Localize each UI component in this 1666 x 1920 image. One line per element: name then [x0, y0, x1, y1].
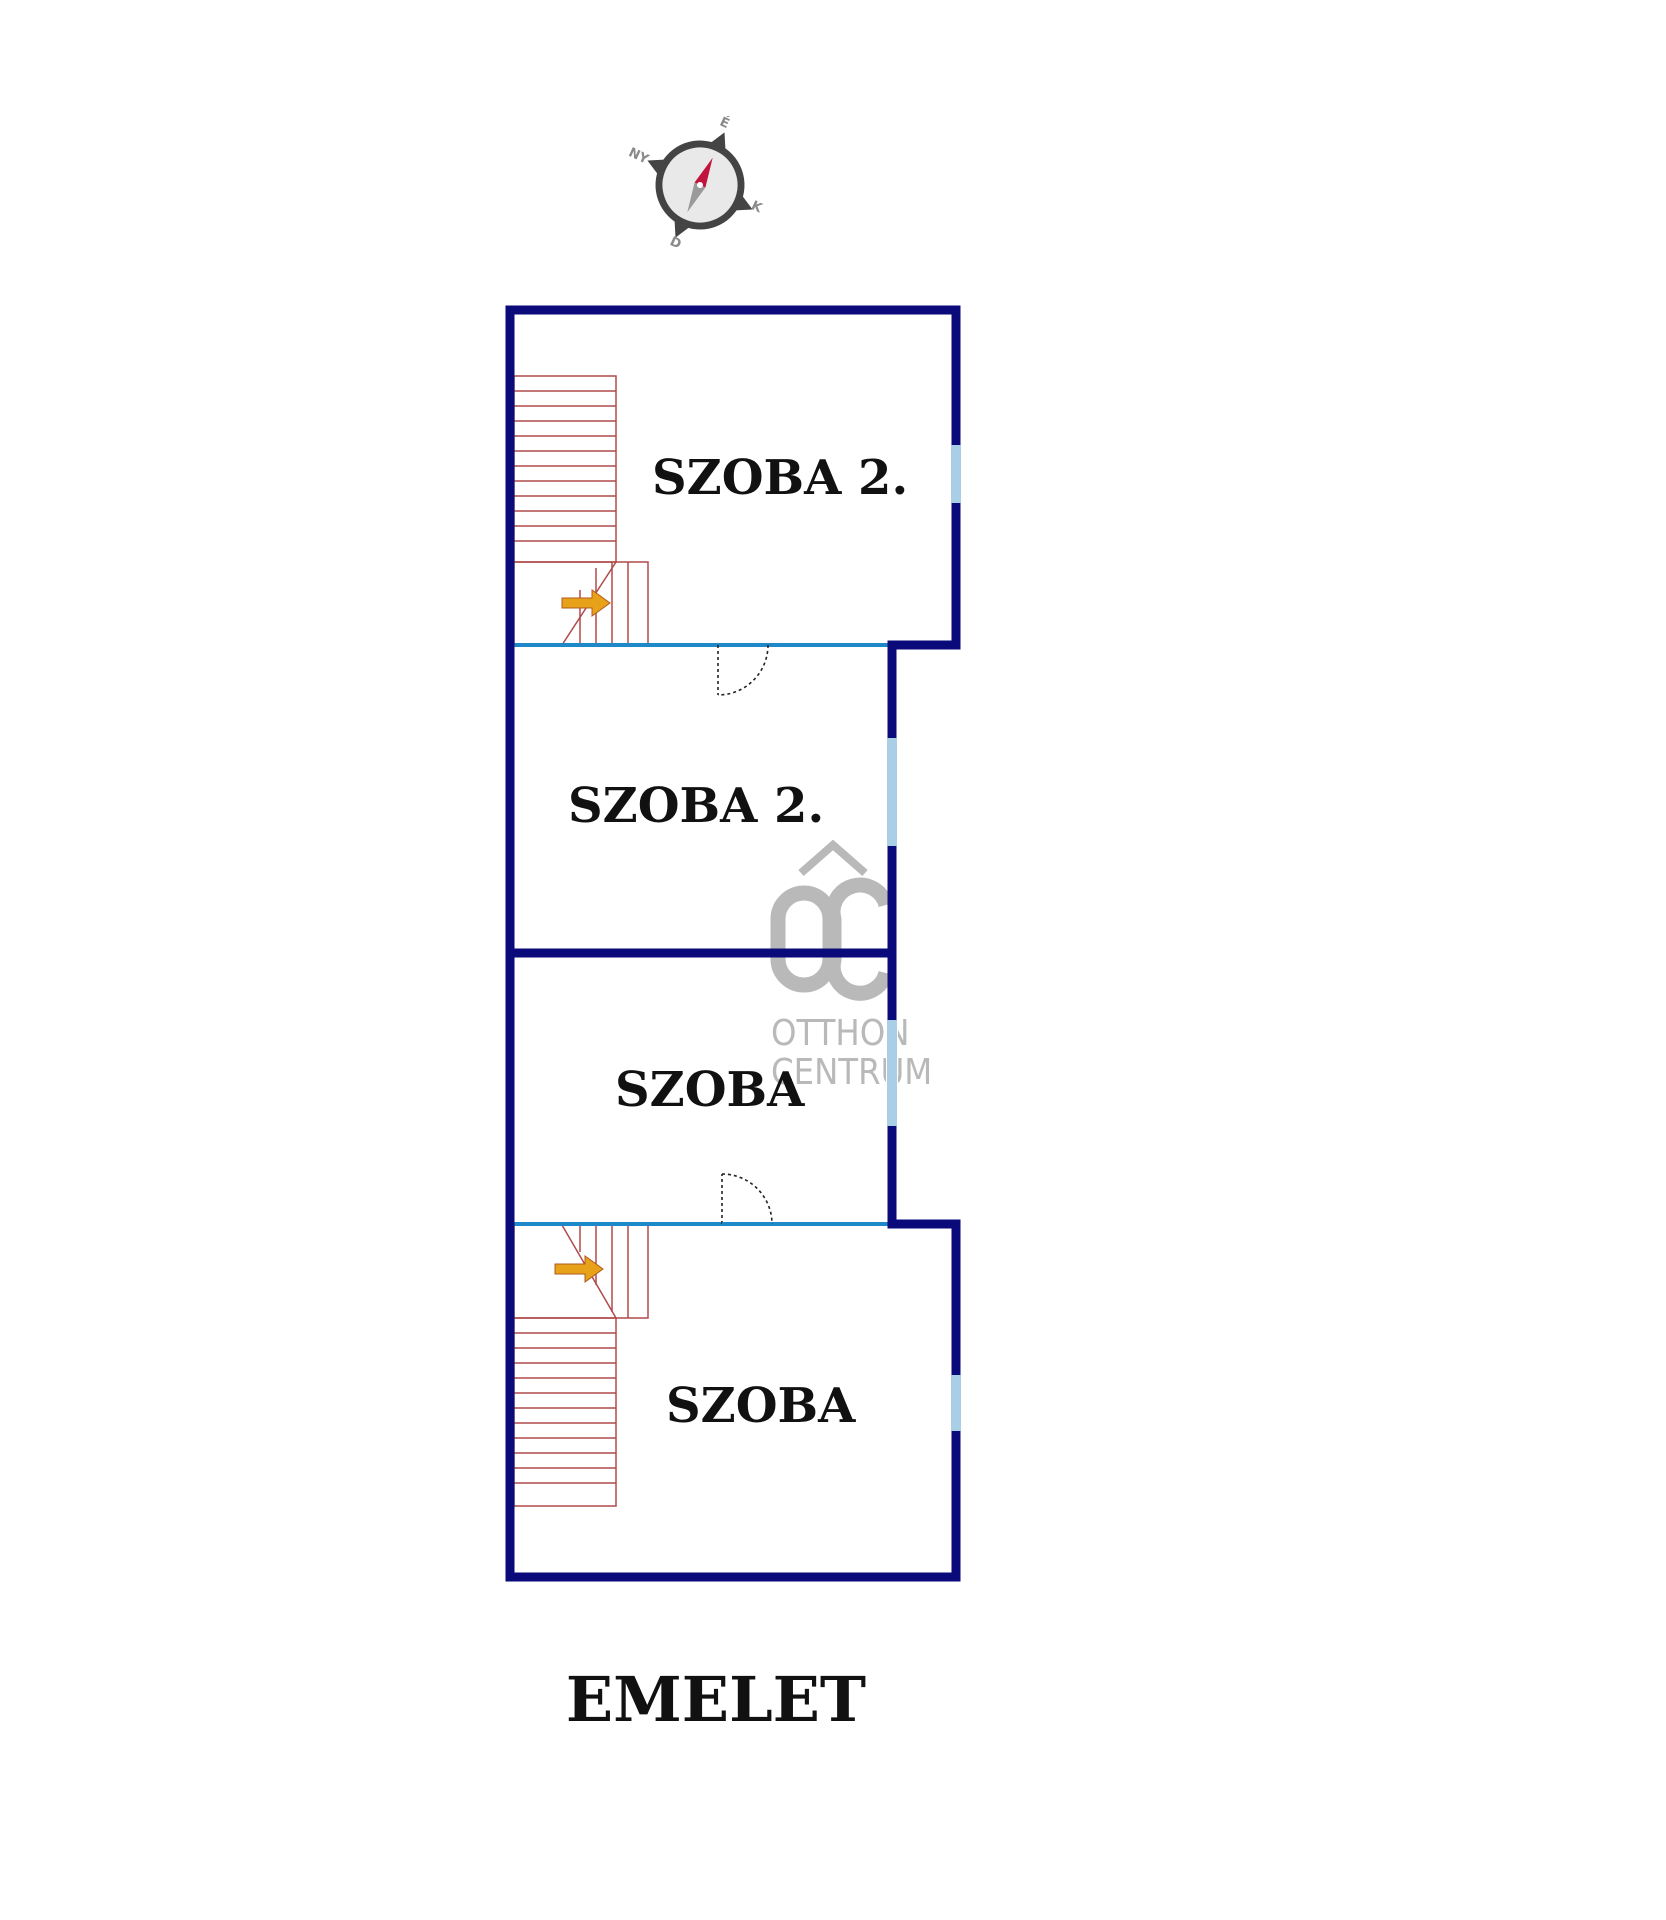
compass-tick-e — [735, 195, 753, 211]
compass-label-north: É — [717, 114, 732, 132]
compass-label-south: D — [667, 234, 683, 252]
compass-tick-n — [710, 132, 726, 150]
window-lower-middle — [886, 1020, 898, 1126]
window-upper-middle — [886, 738, 898, 846]
door-lower — [721, 1173, 773, 1226]
outer-wall — [505, 305, 961, 1582]
stair-arrow-bottom — [554, 1255, 604, 1283]
compass-needle-south — [687, 182, 706, 213]
compass-needle-north — [694, 157, 713, 188]
room-label-2: SZOBA 2. — [568, 778, 824, 834]
compass-label-east: K — [749, 198, 765, 216]
floor-title: EMELET — [566, 1663, 866, 1736]
room-label-1: SZOBA 2. — [652, 450, 908, 506]
stair-arrow-top — [561, 589, 611, 617]
watermark-line2: CENTRUM — [771, 1052, 932, 1093]
window-right-top — [950, 445, 962, 503]
door-upper — [717, 644, 769, 696]
compass-tick-w — [647, 159, 665, 175]
window-right-bottom — [950, 1375, 962, 1431]
compass: É K D NY — [626, 114, 765, 253]
staircase-top — [513, 375, 649, 646]
compass-tick-s — [674, 220, 690, 238]
watermark-logo — [770, 839, 894, 1001]
room-label-4: SZOBA — [666, 1378, 856, 1434]
room-label-3: SZOBA — [615, 1062, 805, 1118]
compass-label-west: NY — [626, 145, 651, 167]
